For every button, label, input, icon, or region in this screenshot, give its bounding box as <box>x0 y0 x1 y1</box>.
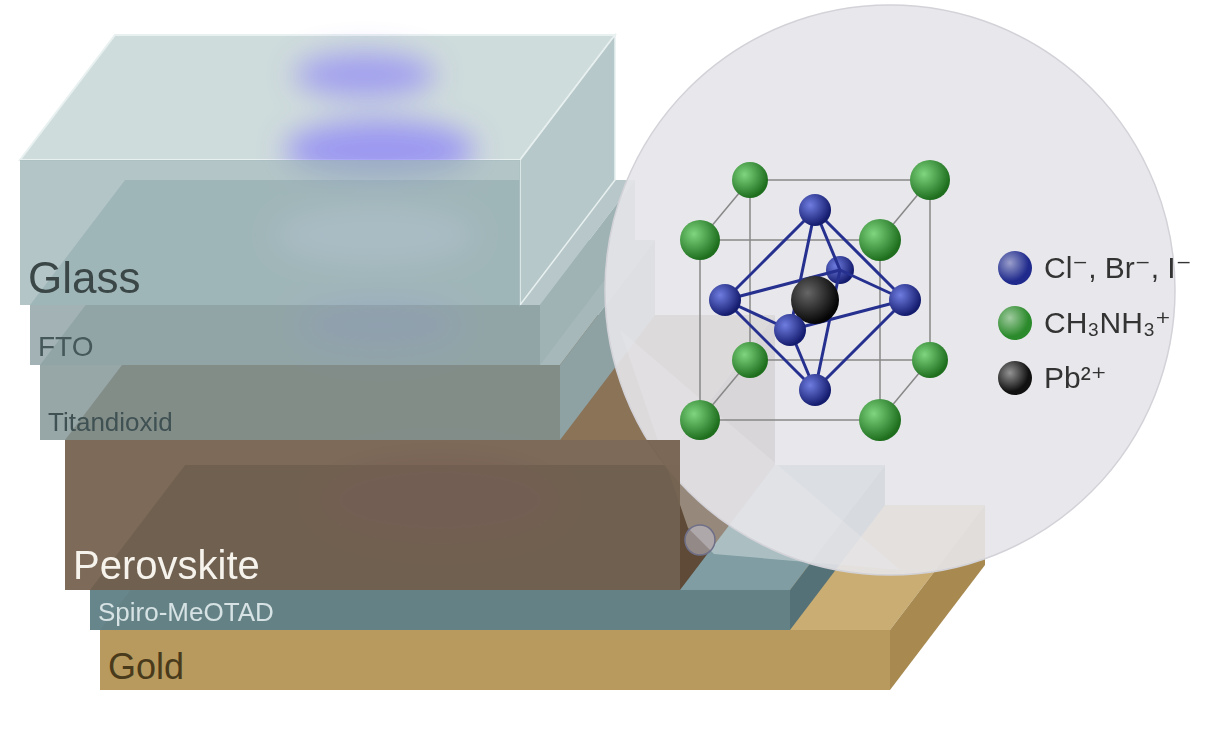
magnifier-spot <box>685 525 715 555</box>
layer-label: Spiro-MeOTAD <box>98 599 274 626</box>
layer-label: Titandioxid <box>48 409 173 436</box>
legend-swatch <box>998 361 1032 395</box>
layer-label: Glass <box>28 255 140 301</box>
legend-entry: Pb²⁺ <box>998 360 1107 395</box>
htl-layer: Spiro-MeOTAD <box>90 590 790 630</box>
perovskite-unit-cell <box>680 160 950 441</box>
perovskite-layer: Perovskite <box>65 440 680 590</box>
legend-label: Pb²⁺ <box>1044 360 1107 395</box>
tio2-layer: Titandioxid <box>40 365 560 440</box>
gold-electrode: Gold <box>100 630 890 690</box>
layer-label: Perovskite <box>73 544 260 586</box>
legend-entry: Cl⁻, Br⁻, I⁻ <box>998 250 1192 285</box>
inset-circle <box>605 5 1175 575</box>
layer-label: Gold <box>108 648 184 686</box>
glass-side <box>520 35 615 305</box>
legend-label: Cl⁻, Br⁻, I⁻ <box>1044 250 1192 285</box>
glass-layer: Glass <box>20 160 520 305</box>
fto-layer: FTO <box>30 305 540 365</box>
legend-swatch <box>998 251 1032 285</box>
legend-label: CH₃NH₃⁺ <box>1044 305 1171 340</box>
legend-swatch <box>998 306 1032 340</box>
legend-entry: CH₃NH₃⁺ <box>998 305 1171 340</box>
layer-label: FTO <box>38 332 93 361</box>
